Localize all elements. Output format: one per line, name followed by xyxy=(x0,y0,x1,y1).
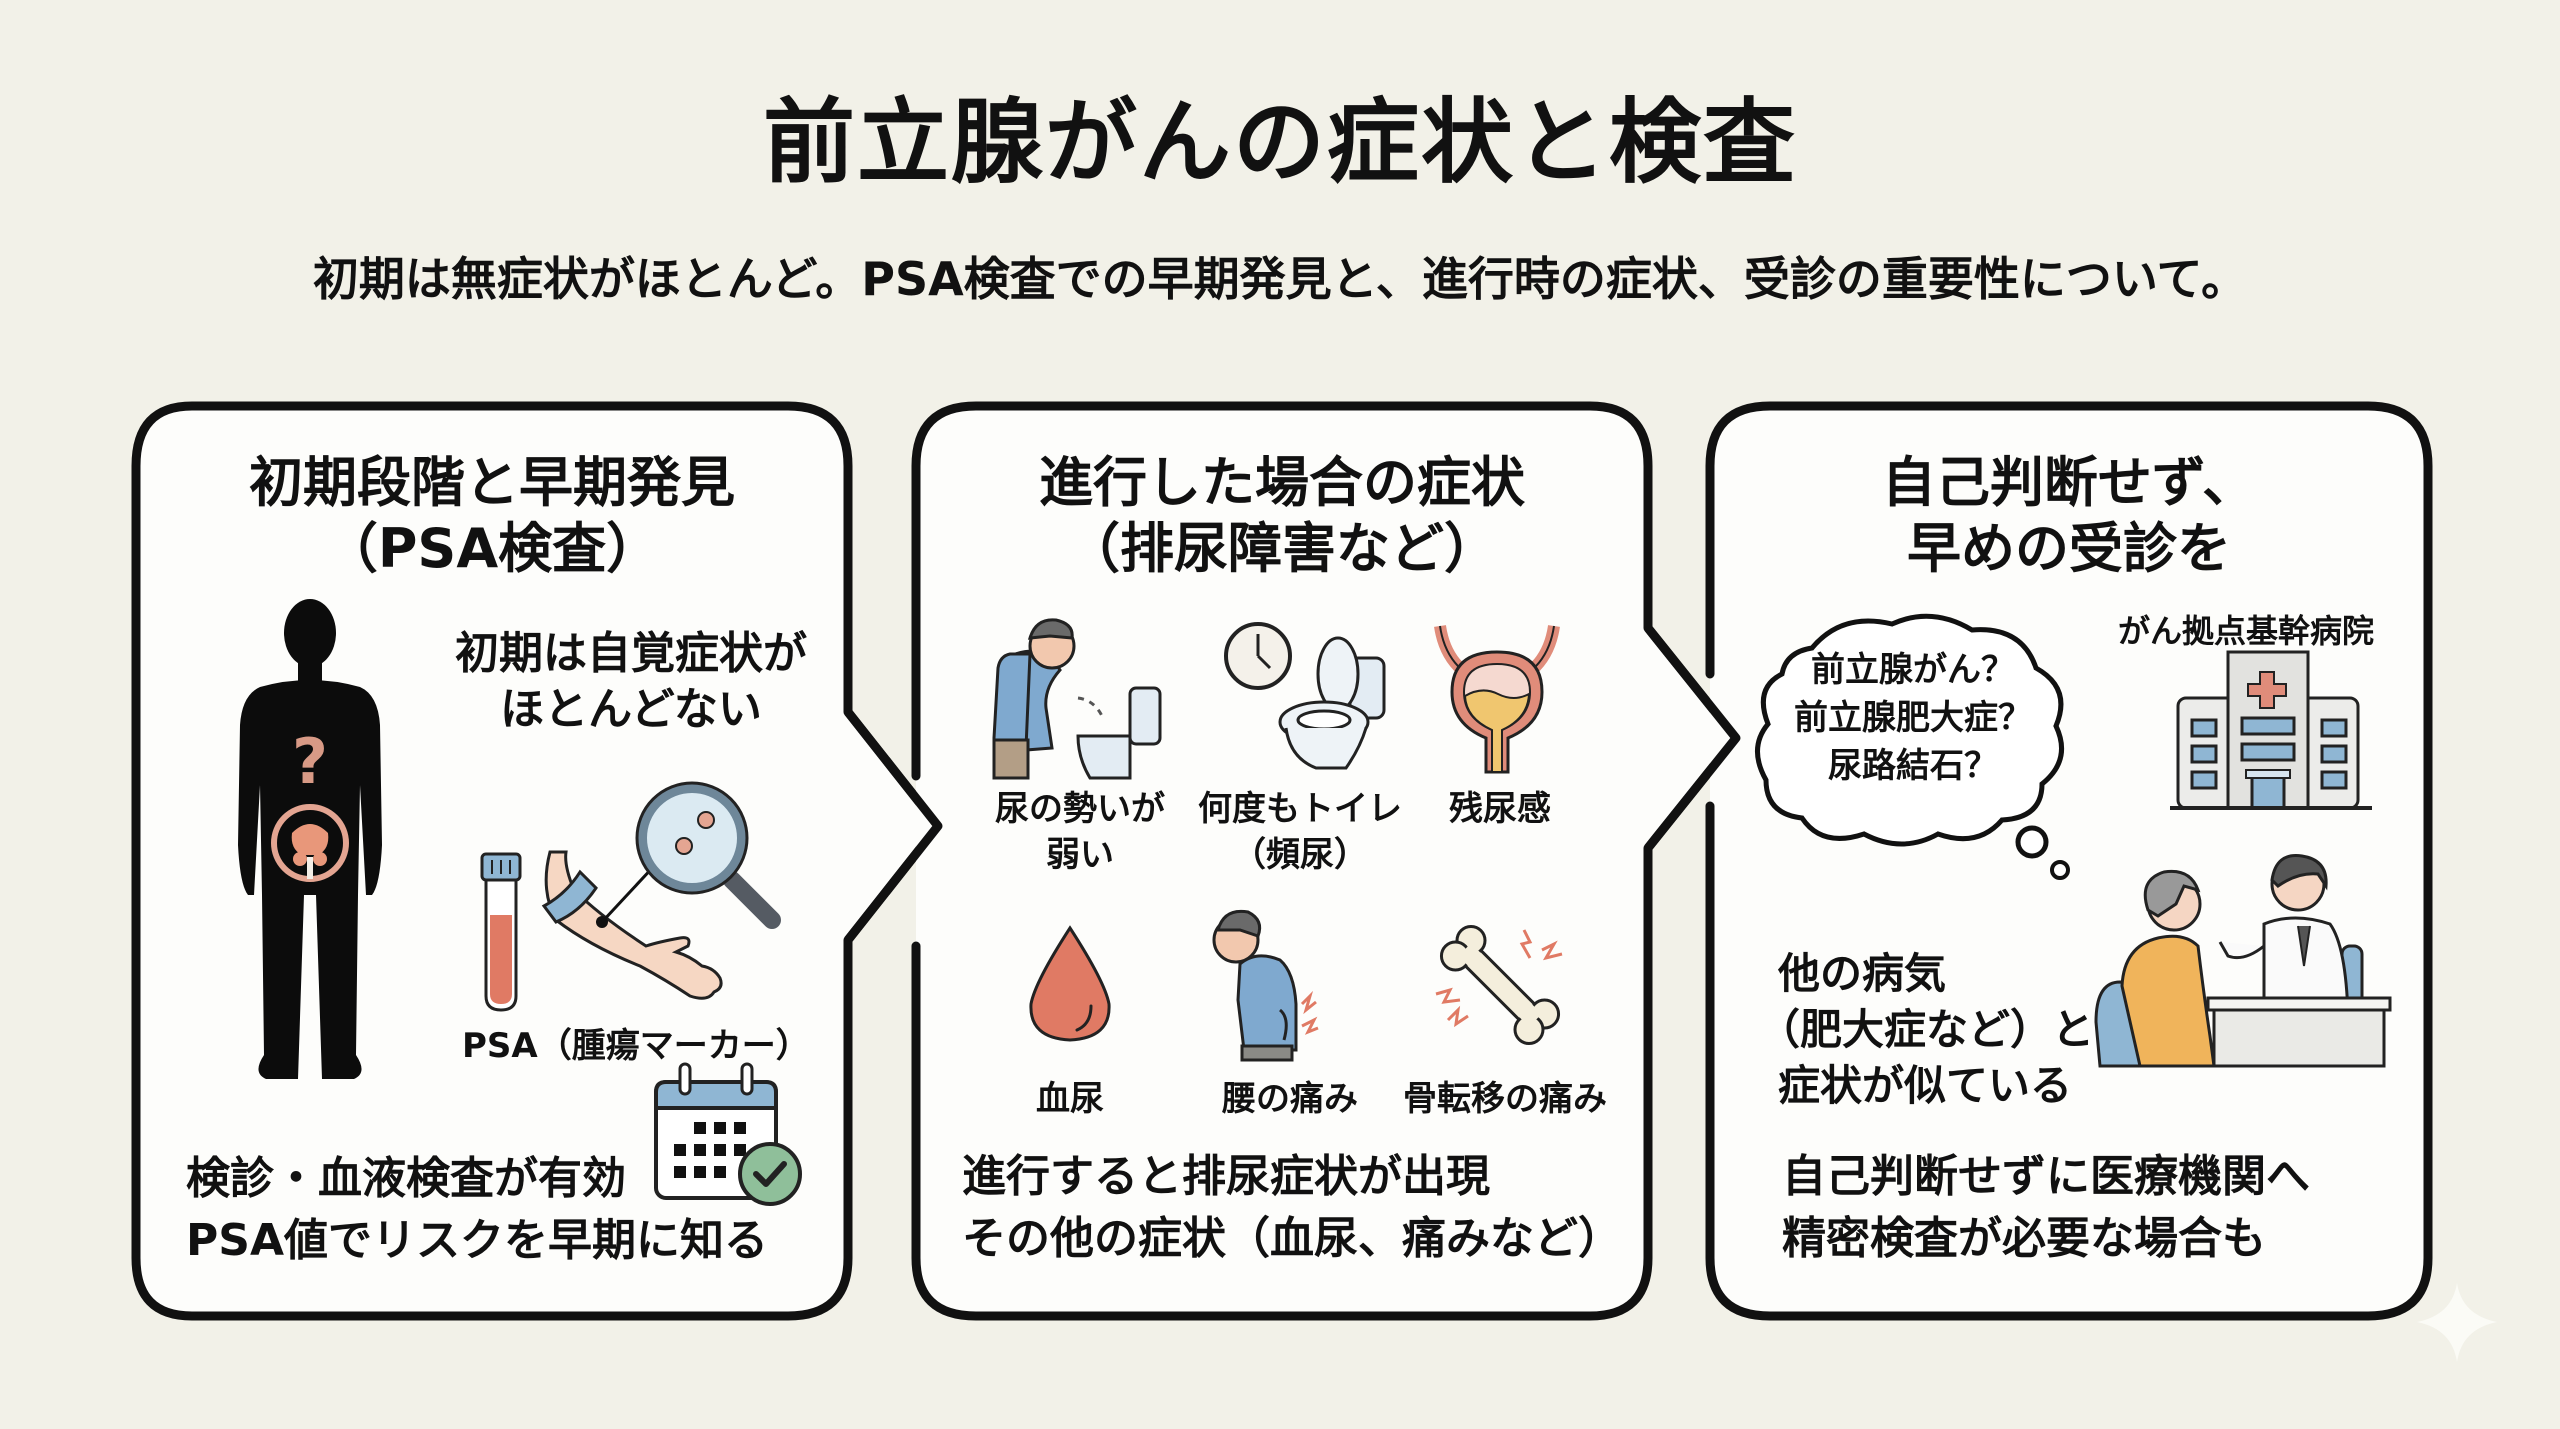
panel-2-title-line2: （排尿障害など） xyxy=(1066,517,1498,580)
note-line3: 症状が似ている xyxy=(1778,1061,2073,1110)
panel-1-body-line2: PSA値でリスクを早期に知る xyxy=(186,1215,768,1266)
panel-3-body-line2: 精密検査が必要な場合も xyxy=(1782,1213,2266,1264)
panel-1-body: 検診・血液検査が有効 PSA値でリスクを早期に知る xyxy=(186,1148,768,1272)
calendar-check-icon xyxy=(654,1062,802,1206)
thought-text: 前立腺がん？ 前立腺肥大症？ 尿路結石？ xyxy=(1768,646,2058,790)
bone-pain-icon xyxy=(1435,924,1563,1046)
symptom-label-line2: 弱い xyxy=(1046,835,1114,875)
symptom-label-line1: 尿の勢いが xyxy=(995,789,1165,829)
body-silhouette-icon: ? xyxy=(238,599,382,1079)
panel-3-frame xyxy=(1705,401,2433,1321)
psa-label: PSA（腫瘍マーカー） xyxy=(462,1026,810,1066)
chevron-arrow-2 xyxy=(1644,625,1741,851)
panel-3-title-line2: 早めの受診を xyxy=(1907,517,2231,580)
weak-urination-icon xyxy=(992,618,1162,780)
page-title: 前立腺がんの症状と検査 xyxy=(762,89,1797,196)
symptom-label-line1: 骨転移の痛み xyxy=(1403,1079,1607,1119)
panel-2-body: 進行すると排尿症状が出現 その他の症状（血尿、痛みなど） xyxy=(962,1146,1622,1270)
symptom-label-line1: 何度もトイレ xyxy=(1198,789,1402,829)
symptom-label-bone-pain: 骨転移の痛み xyxy=(1390,1076,1620,1122)
panel-1-callout: 初期は自覚症状が ほとんどない xyxy=(446,626,816,738)
arm-icon xyxy=(541,850,723,1000)
symptom-label-line2: （頻尿） xyxy=(1232,835,1368,875)
question-mark-icon: ? xyxy=(292,725,328,798)
panel-2-title-line1: 進行した場合の症状 xyxy=(1039,451,1525,514)
thought-line1: 前立腺がん？ xyxy=(1811,650,2015,690)
callout-line2: ほとんどない xyxy=(500,684,762,735)
panel-2-body-line1: 進行すると排尿症状が出現 xyxy=(962,1151,1490,1202)
panel-3-title: 自己判断せず、 早めの受診を xyxy=(1710,450,2428,582)
note-line1: 他の病気 xyxy=(1778,949,1947,998)
panel-1-body-line1: 検診・血液検査が有効 xyxy=(186,1153,626,1204)
panel-1-title: 初期段階と早期発見 （PSA検査） xyxy=(136,450,848,582)
panel-2-title: 進行した場合の症状 （排尿障害など） xyxy=(916,450,1648,582)
symptom-label-line1: 血尿 xyxy=(1036,1079,1104,1119)
chevron-arrow-1 xyxy=(844,709,943,943)
symptom-label-residual: 残尿感 xyxy=(1400,786,1600,832)
panel-1-title-line2: （PSA検査） xyxy=(323,517,661,580)
note-line2: （肥大症など）と xyxy=(1758,1005,2095,1054)
blood-tube-icon xyxy=(480,852,522,1012)
thought-cloud-icon xyxy=(1755,613,2070,880)
clock-toilet-icon xyxy=(1224,622,1386,770)
panel-2-body-line2: その他の症状（血尿、痛みなど） xyxy=(962,1213,1622,1264)
sparkle-icon xyxy=(2417,1283,2497,1362)
panel-3-title-line1: 自己判断せず、 xyxy=(1881,451,2257,514)
symptom-label-line1: 残尿感 xyxy=(1449,789,1551,829)
bladder-icon xyxy=(1434,624,1560,774)
symptom-label-line1: 腰の痛み xyxy=(1222,1079,1358,1119)
symptom-label-frequent: 何度もトイレ （頻尿） xyxy=(1180,786,1420,878)
panel-3-body-line1: 自己判断せずに医療機関へ xyxy=(1782,1151,2310,1202)
panel-2-fill xyxy=(916,406,1736,1316)
magnifier-icon xyxy=(600,781,781,929)
page-subtitle: 初期は無症状がほとんど。PSA検査での早期発見と、進行時の症状、受診の重要性につ… xyxy=(312,252,2248,306)
thought-line2: 前立腺肥大症？ xyxy=(1794,698,2032,738)
thought-line3: 尿路結石？ xyxy=(1828,746,1998,786)
blood-test-illustration xyxy=(480,781,781,1012)
panel-1-title-line1: 初期段階と早期発見 xyxy=(249,451,735,514)
symptom-label-hematuria: 血尿 xyxy=(970,1076,1170,1122)
back-pain-icon xyxy=(1212,909,1319,1062)
symptom-label-back-pain: 腰の痛み xyxy=(1180,1076,1400,1122)
callout-line1: 初期は自覚症状が xyxy=(455,628,807,679)
symptom-label-weak-stream: 尿の勢いが 弱い xyxy=(970,786,1190,878)
panel-3-note: 他の病気 （肥大症など）と 症状が似ている xyxy=(1758,946,2094,1114)
hospital-label: がん拠点基幹病院 xyxy=(2118,612,2375,650)
blood-drop-icon xyxy=(1029,925,1111,1042)
hospital-icon xyxy=(2170,650,2372,810)
doctor-consultation-icon xyxy=(2094,854,2392,1068)
panel-3-body: 自己判断せずに医療機関へ 精密検査が必要な場合も xyxy=(1782,1146,2310,1270)
